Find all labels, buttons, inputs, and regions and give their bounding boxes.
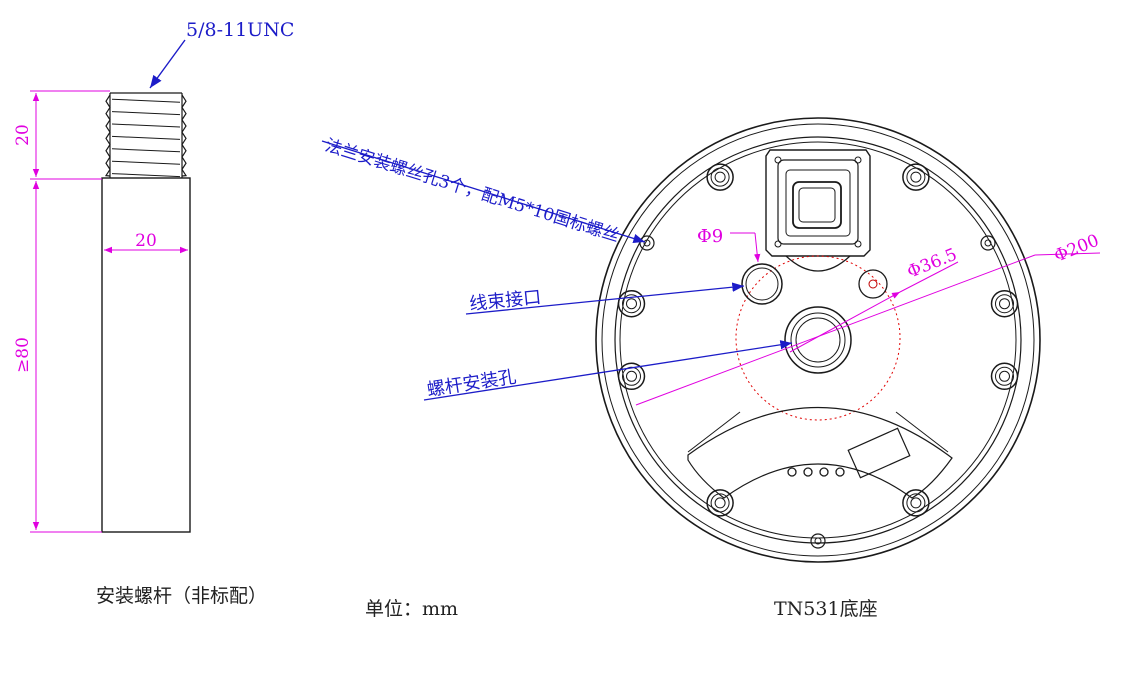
perimeter-hole-ring — [626, 298, 637, 310]
perimeter-hole-ring — [714, 497, 726, 509]
note-rod-hole: 螺杆安装孔 — [426, 366, 518, 401]
thread-callout-leader — [149, 39, 186, 89]
note-flange-screws: 法兰安装螺丝孔3个，配M5*10国标螺丝 — [323, 136, 622, 247]
perimeter-hole-ring — [617, 362, 646, 391]
vent-hole — [858, 269, 888, 299]
rod-body — [101, 177, 191, 533]
dim-phi9: Φ9 — [697, 226, 723, 247]
dim-phi200: Φ200 — [1051, 231, 1102, 267]
connector-housing — [765, 149, 871, 272]
perimeter-hole-ring — [999, 298, 1010, 310]
dim-rod-width: 20 — [135, 231, 157, 251]
perimeter-hole-ring — [906, 493, 926, 513]
perimeter-hole-ring — [706, 489, 734, 517]
perimeter-hole-ring — [710, 493, 730, 513]
mounting-rod-view: 20 ≥80 20 5/8-11UNC 安装螺杆（非标配） — [13, 19, 294, 607]
perimeter-hole-ring — [902, 163, 930, 191]
dim-body-length: ≥80 — [13, 337, 33, 373]
perimeter-hole-ring — [626, 370, 637, 382]
perimeter-hole-ring — [910, 171, 922, 183]
indicator-leds — [787, 467, 845, 477]
rod-thread — [104, 92, 188, 178]
perimeter-hole-ring — [995, 366, 1014, 386]
perimeter-screw-holes — [617, 163, 1019, 517]
hidden-circle — [735, 255, 901, 421]
perimeter-hole-ring — [999, 370, 1010, 382]
rod-dimensions — [30, 90, 188, 533]
perimeter-hole-ring — [622, 294, 641, 314]
perimeter-hole-ring — [714, 171, 726, 183]
dim-phi36: Φ36.5 — [904, 245, 960, 283]
thread-callout: 5/8-11UNC — [186, 19, 294, 41]
note-cable-port: 线束接口 — [468, 287, 542, 315]
perimeter-hole-ring — [995, 294, 1014, 314]
cable-hole — [741, 263, 783, 305]
perimeter-hole-ring — [902, 489, 930, 517]
perimeter-hole-ring — [617, 289, 646, 318]
units-label: 单位：mm — [365, 598, 458, 620]
base-leaders — [321, 140, 793, 401]
perimeter-hole-ring — [622, 366, 641, 386]
perimeter-hole-ring — [910, 497, 922, 509]
base-dimensions — [635, 232, 1101, 406]
label-plate — [687, 406, 953, 499]
dim-thread-length: 20 — [13, 124, 33, 146]
base-view: Φ9 Φ36.5 Φ200 法兰安装螺丝孔3个，配M5*10国标螺丝 线束接口 … — [321, 117, 1102, 620]
perimeter-hole-ring — [710, 167, 730, 187]
rod-caption: 安装螺杆（非标配） — [96, 585, 267, 607]
perimeter-hole-ring — [990, 289, 1019, 318]
perimeter-hole-ring — [906, 167, 926, 187]
base-outline — [595, 117, 1041, 563]
rod-mount-hole — [784, 306, 852, 374]
perimeter-hole-ring — [706, 163, 734, 191]
base-caption: TN531底座 — [774, 598, 878, 620]
perimeter-hole-ring — [990, 362, 1019, 391]
flange-screw-holes — [639, 235, 996, 549]
